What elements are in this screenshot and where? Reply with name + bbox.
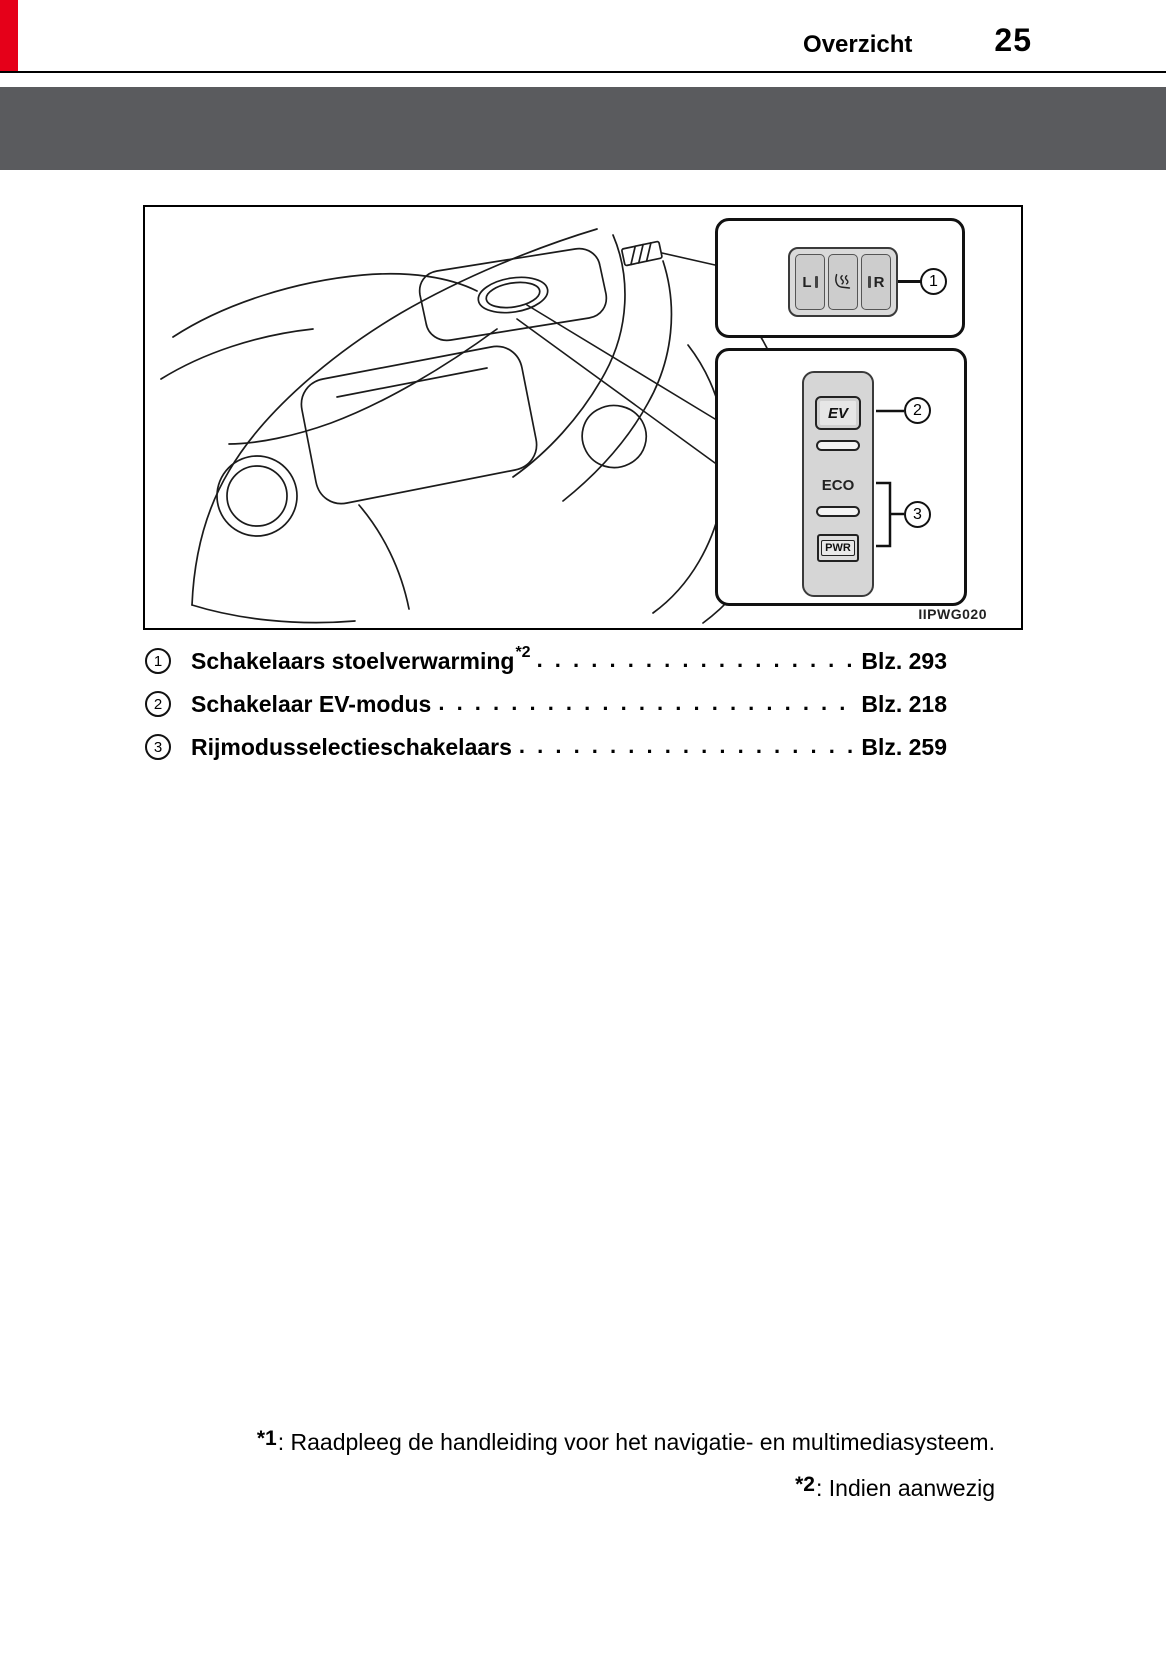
leader-lines bbox=[516, 252, 716, 464]
seat-heater-switch-panel: L R bbox=[788, 247, 898, 317]
switch-tick bbox=[814, 276, 818, 288]
pwr-mode-label: PWR bbox=[821, 540, 855, 556]
callout-circle-2: 2 bbox=[904, 397, 931, 424]
seat-heater-left-label: L bbox=[802, 273, 812, 291]
callout-circle-1: 1 bbox=[920, 268, 947, 295]
chapter-band bbox=[0, 87, 1166, 170]
eco-mode-label: ECO bbox=[821, 476, 855, 494]
legend-row: 3 Rijmodusselectieschakelaars . . . . . … bbox=[145, 730, 947, 764]
seat-heater-callout-box: L R 1 bbox=[715, 218, 965, 338]
legend-footnote-ref: *2 bbox=[515, 644, 531, 661]
footnote-2-text: : Indien aanwezig bbox=[815, 1475, 995, 1501]
ev-mode-switch: EV bbox=[815, 396, 861, 430]
legend-label: Schakelaars stoelverwarming bbox=[191, 647, 515, 674]
legend-number-2: 2 bbox=[145, 691, 171, 717]
legend-label: Rijmodusselectieschakelaars bbox=[191, 733, 512, 760]
footnote-2: *2: Indien aanwezig bbox=[257, 1466, 995, 1512]
dot-leader: . . . . . . . . . . . . . . . . . . . . … bbox=[518, 733, 856, 758]
seat-heater-right-label: R bbox=[873, 273, 885, 291]
page-number: 25 bbox=[994, 22, 1032, 58]
footnote-1-marker: *1 bbox=[256, 1427, 277, 1450]
console-tray bbox=[418, 247, 608, 342]
footnote-2-marker: *2 bbox=[795, 1473, 815, 1496]
figure-code: IIPWG020 bbox=[918, 606, 987, 622]
callout-1-lead-line bbox=[898, 280, 921, 283]
dot-leader: . . . . . . . . . . . . . . . . . . . . … bbox=[438, 690, 855, 715]
drive-mode-callout-box: EV ECO PWR 2 3 bbox=[715, 348, 967, 606]
legend-number-1: 1 bbox=[145, 648, 171, 674]
footnote-1: *1: Raadpleeg de handleiding voor het na… bbox=[257, 1420, 995, 1466]
footnotes: *1: Raadpleeg de handleiding voor het na… bbox=[257, 1420, 995, 1512]
drive-mode-switch-panel: EV ECO PWR bbox=[802, 371, 874, 597]
cup-holder bbox=[216, 455, 298, 537]
legend-label: Schakelaar EV-modus bbox=[191, 690, 432, 717]
legend-row: 2 Schakelaar EV-modus . . . . . . . . . … bbox=[145, 687, 947, 721]
switch-tick bbox=[867, 276, 871, 288]
red-edge-tab bbox=[0, 0, 18, 71]
pwr-mode-switch: PWR bbox=[817, 534, 859, 562]
ev-mode-label: EV bbox=[827, 404, 848, 422]
header-rule bbox=[0, 71, 1166, 73]
section-title: Overzicht bbox=[803, 31, 913, 58]
legend-page-ref: Blz. 218 bbox=[861, 690, 947, 717]
callout-circle-3: 3 bbox=[904, 501, 931, 528]
page-header: Overzicht 25 bbox=[0, 0, 1166, 71]
console-body-lines bbox=[160, 228, 598, 624]
seat-heater-icon-key bbox=[828, 254, 858, 310]
footnote-1-text: : Raadpleeg de handleiding voor het navi… bbox=[277, 1429, 995, 1455]
seat-heater-icon bbox=[835, 273, 851, 289]
legend-page-ref: Blz. 293 bbox=[861, 647, 947, 674]
console-diagram: L R 1 bbox=[143, 205, 1023, 630]
seat-heater-left-switch: L bbox=[795, 254, 825, 310]
seat-heater-right-switch: R bbox=[861, 254, 891, 310]
console-right-edges bbox=[512, 234, 673, 502]
dot-leader: . . . . . . . . . . . . . . . . . . . . … bbox=[536, 647, 856, 672]
console-line-art bbox=[160, 228, 792, 624]
legend: 1 Schakelaars stoelverwarming *2 . . . .… bbox=[145, 644, 947, 773]
panel-slot bbox=[816, 440, 860, 451]
legend-row: 1 Schakelaars stoelverwarming *2 . . . .… bbox=[145, 644, 947, 678]
panel-slot bbox=[816, 506, 860, 517]
armrest-lid bbox=[300, 345, 538, 505]
switch-location-mark bbox=[621, 240, 663, 267]
legend-number-3: 3 bbox=[145, 734, 171, 760]
legend-page-ref: Blz. 259 bbox=[861, 733, 947, 760]
